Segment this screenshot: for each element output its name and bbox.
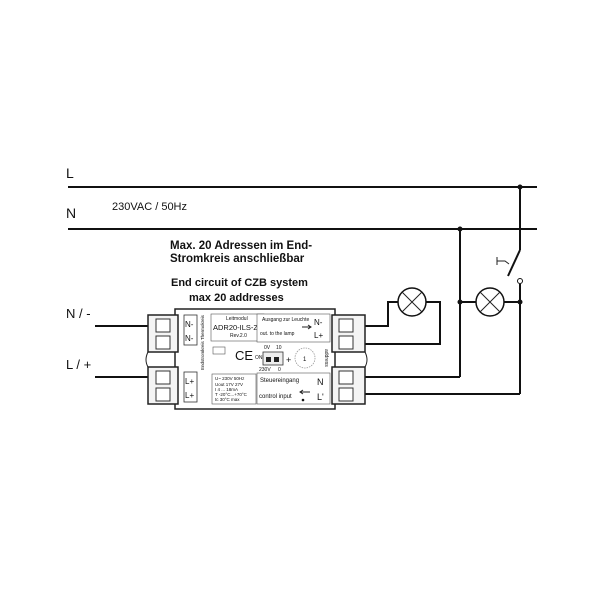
bullet-icon	[301, 398, 305, 402]
term-label: L+	[185, 391, 194, 400]
supply-label: 230VAC / 50Hz	[112, 201, 187, 213]
module-type: Leitmodul	[226, 316, 248, 322]
ctrl-de: Steuereingang	[260, 378, 299, 384]
spec-line: U~ 230V 50Hz	[215, 376, 245, 381]
terminal-block-right-bottom	[331, 366, 366, 405]
term-label: N-	[185, 334, 194, 343]
spec-line: T -20°C...+70°C	[215, 392, 248, 397]
plus-sign: +	[286, 355, 291, 365]
term-label: N-	[185, 320, 194, 329]
dial-value: 1	[303, 357, 307, 363]
spec-line: tc 30°C max	[215, 397, 240, 402]
note-en-1: End circuit of CZB system	[171, 277, 308, 289]
spec-line: Uout 17V 27V	[215, 382, 243, 387]
note-en-2: max 20 addresses	[189, 292, 284, 304]
module-adr20: N- N- L+ L+ Endstromkreis Thermokreis Le…	[145, 308, 368, 410]
term-label: L+	[185, 377, 194, 386]
term-ctrl-label: L'	[317, 392, 324, 402]
term-out-label: N-	[314, 318, 323, 327]
terminal-block-right-top	[331, 314, 366, 353]
side-text: Endstromkreis Thermokreis	[200, 314, 205, 370]
dip-label: 230V	[259, 367, 271, 373]
note-de-2: Stromkreis anschließbar	[170, 253, 305, 265]
out-en: out. to the lamp	[260, 331, 295, 337]
n-bus-label: N	[66, 205, 76, 221]
dip-label: 0V	[264, 345, 271, 351]
arrow-left-icon	[299, 389, 310, 395]
dip-label: 10	[276, 345, 282, 351]
lamp-icon	[475, 287, 505, 317]
input-n-label: N / -	[66, 306, 91, 321]
address-label: address	[323, 349, 329, 367]
dip-label: ON	[255, 355, 263, 361]
term-out-label: L+	[314, 331, 323, 340]
module-model: ADR20-ILS-Z2	[213, 323, 262, 332]
spec-line: I 4 ... 18mA	[215, 387, 238, 392]
arrow-right-icon	[302, 324, 312, 330]
out-de: Ausgang zur Leuchte	[262, 317, 309, 323]
ctrl-en: control input	[259, 394, 292, 400]
lamp-icon	[397, 287, 427, 317]
terminal-block-left-top	[147, 314, 179, 353]
fuse-icon	[212, 346, 226, 355]
dip-label: 0	[278, 367, 281, 373]
switch-icon	[496, 187, 523, 284]
module-rev: Rev.2.0	[230, 333, 247, 339]
input-l-label: L / +	[66, 357, 91, 372]
address-dial[interactable]: 1	[294, 347, 316, 369]
note-de-1: Max. 20 Adressen im End-	[170, 240, 312, 252]
l-bus-label: L	[66, 165, 74, 181]
ce-mark: CE	[235, 348, 253, 363]
term-ctrl-label: N	[317, 377, 324, 387]
terminal-block-left-bottom	[147, 366, 179, 405]
